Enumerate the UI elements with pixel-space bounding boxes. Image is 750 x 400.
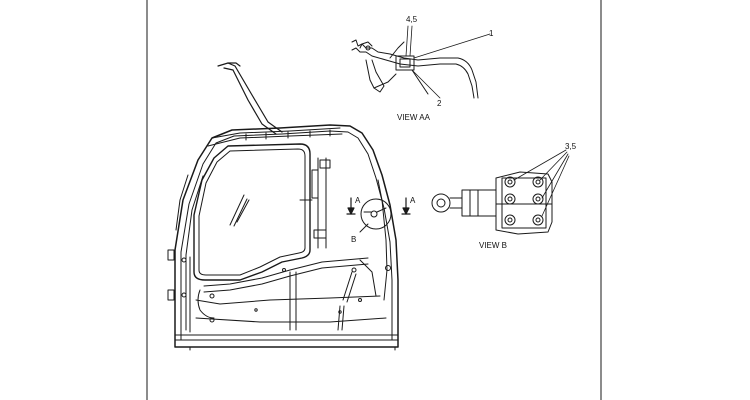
door-center-mechanism [299,157,331,249]
view-b-leaders [513,149,570,217]
lower-panel [195,257,387,331]
callout-3-5: 3,5 [565,142,577,151]
wiper-arm [217,62,283,135]
glass-reflection [229,194,250,227]
view-b-detail [431,171,553,235]
view-b-label: VIEW B [479,241,507,250]
door-right-edge [377,179,391,301]
top-rail [207,127,343,147]
callout-2: 2 [437,99,442,108]
door-outer-outline [174,124,399,348]
gas-strut [337,267,357,331]
cab-door [167,62,399,351]
callout-4-5: 4,5 [406,15,418,24]
door-left-post [167,174,204,333]
section-label-a-right: A [410,196,416,205]
section-arrow-a-left [346,197,356,215]
detail-circle-b [360,198,392,230]
detail-b-leader [359,223,369,233]
view-aa-detail [351,39,479,99]
detail-label-b: B [351,235,356,244]
callout-1: 1 [489,29,494,38]
section-label-a-left: A [355,196,361,205]
door-inner-outline [180,130,393,341]
window-glass-inner [198,148,306,276]
view-aa-label: VIEW AA [397,113,431,122]
view-aa-leaders [405,25,491,99]
detail-b-latch [363,207,387,218]
door-sill [174,334,399,351]
window-glass-outer [193,143,311,281]
section-arrow-a-right [401,197,411,215]
